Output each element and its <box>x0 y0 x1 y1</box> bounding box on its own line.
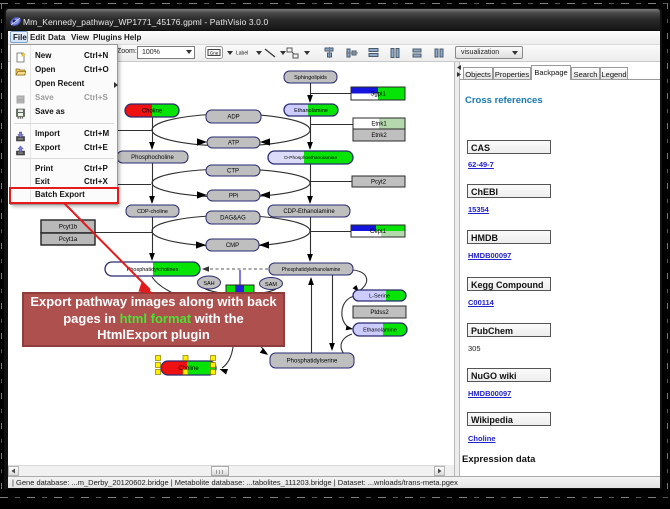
svg-text:L-Serine: L-Serine <box>369 293 390 299</box>
svg-text:Choline: Choline <box>178 366 199 372</box>
svg-text:Cept1: Cept1 <box>370 229 387 235</box>
svg-text:Phosphatidylserine: Phosphatidylserine <box>287 359 338 365</box>
svg-text:O-Phosphoethanolamine: O-Phosphoethanolamine <box>284 155 337 161</box>
svg-text:SAH: SAH <box>203 281 214 287</box>
svg-text:Ptdss2: Ptdss2 <box>370 310 389 316</box>
svg-text:Sphingolipids: Sphingolipids <box>294 75 327 81</box>
svg-text:SAM: SAM <box>265 282 277 288</box>
svg-text:Pcyt1a: Pcyt1a <box>59 237 78 243</box>
svg-text:Sgpl1: Sgpl1 <box>370 92 386 98</box>
svg-text:Label: Label <box>236 51 248 57</box>
svg-text:Pcyt1b: Pcyt1b <box>59 225 78 231</box>
svg-text:Phosphatidylethanolamine: Phosphatidylethanolamine <box>282 267 341 273</box>
svg-text:Gne: Gne <box>210 51 219 56</box>
svg-text:CDP-choline: CDP-choline <box>137 209 168 215</box>
svg-text:Phosphocholine: Phosphocholine <box>131 155 174 161</box>
svg-text:CMP: CMP <box>226 243 239 249</box>
svg-text:Etnk2: Etnk2 <box>371 133 387 139</box>
svg-text:Pcyt2: Pcyt2 <box>371 180 387 186</box>
svg-text:ATP: ATP <box>228 141 239 147</box>
svg-text:Ethanolamine: Ethanolamine <box>294 108 328 114</box>
svg-text:CDP-Ethanolamine: CDP-Ethanolamine <box>283 209 335 215</box>
svg-text:CTP: CTP <box>227 169 239 175</box>
svg-text:ADP: ADP <box>227 115 239 121</box>
svg-text:Ethanolamine: Ethanolamine <box>363 327 397 333</box>
svg-text:PPi: PPi <box>229 194 238 200</box>
svg-text:Choline: Choline <box>142 109 163 115</box>
svg-text:Phosphatidylcholines: Phosphatidylcholines <box>127 267 179 273</box>
svg-text:Etnk1: Etnk1 <box>371 122 387 128</box>
svg-text:DAG&AG: DAG&AG <box>220 216 246 222</box>
